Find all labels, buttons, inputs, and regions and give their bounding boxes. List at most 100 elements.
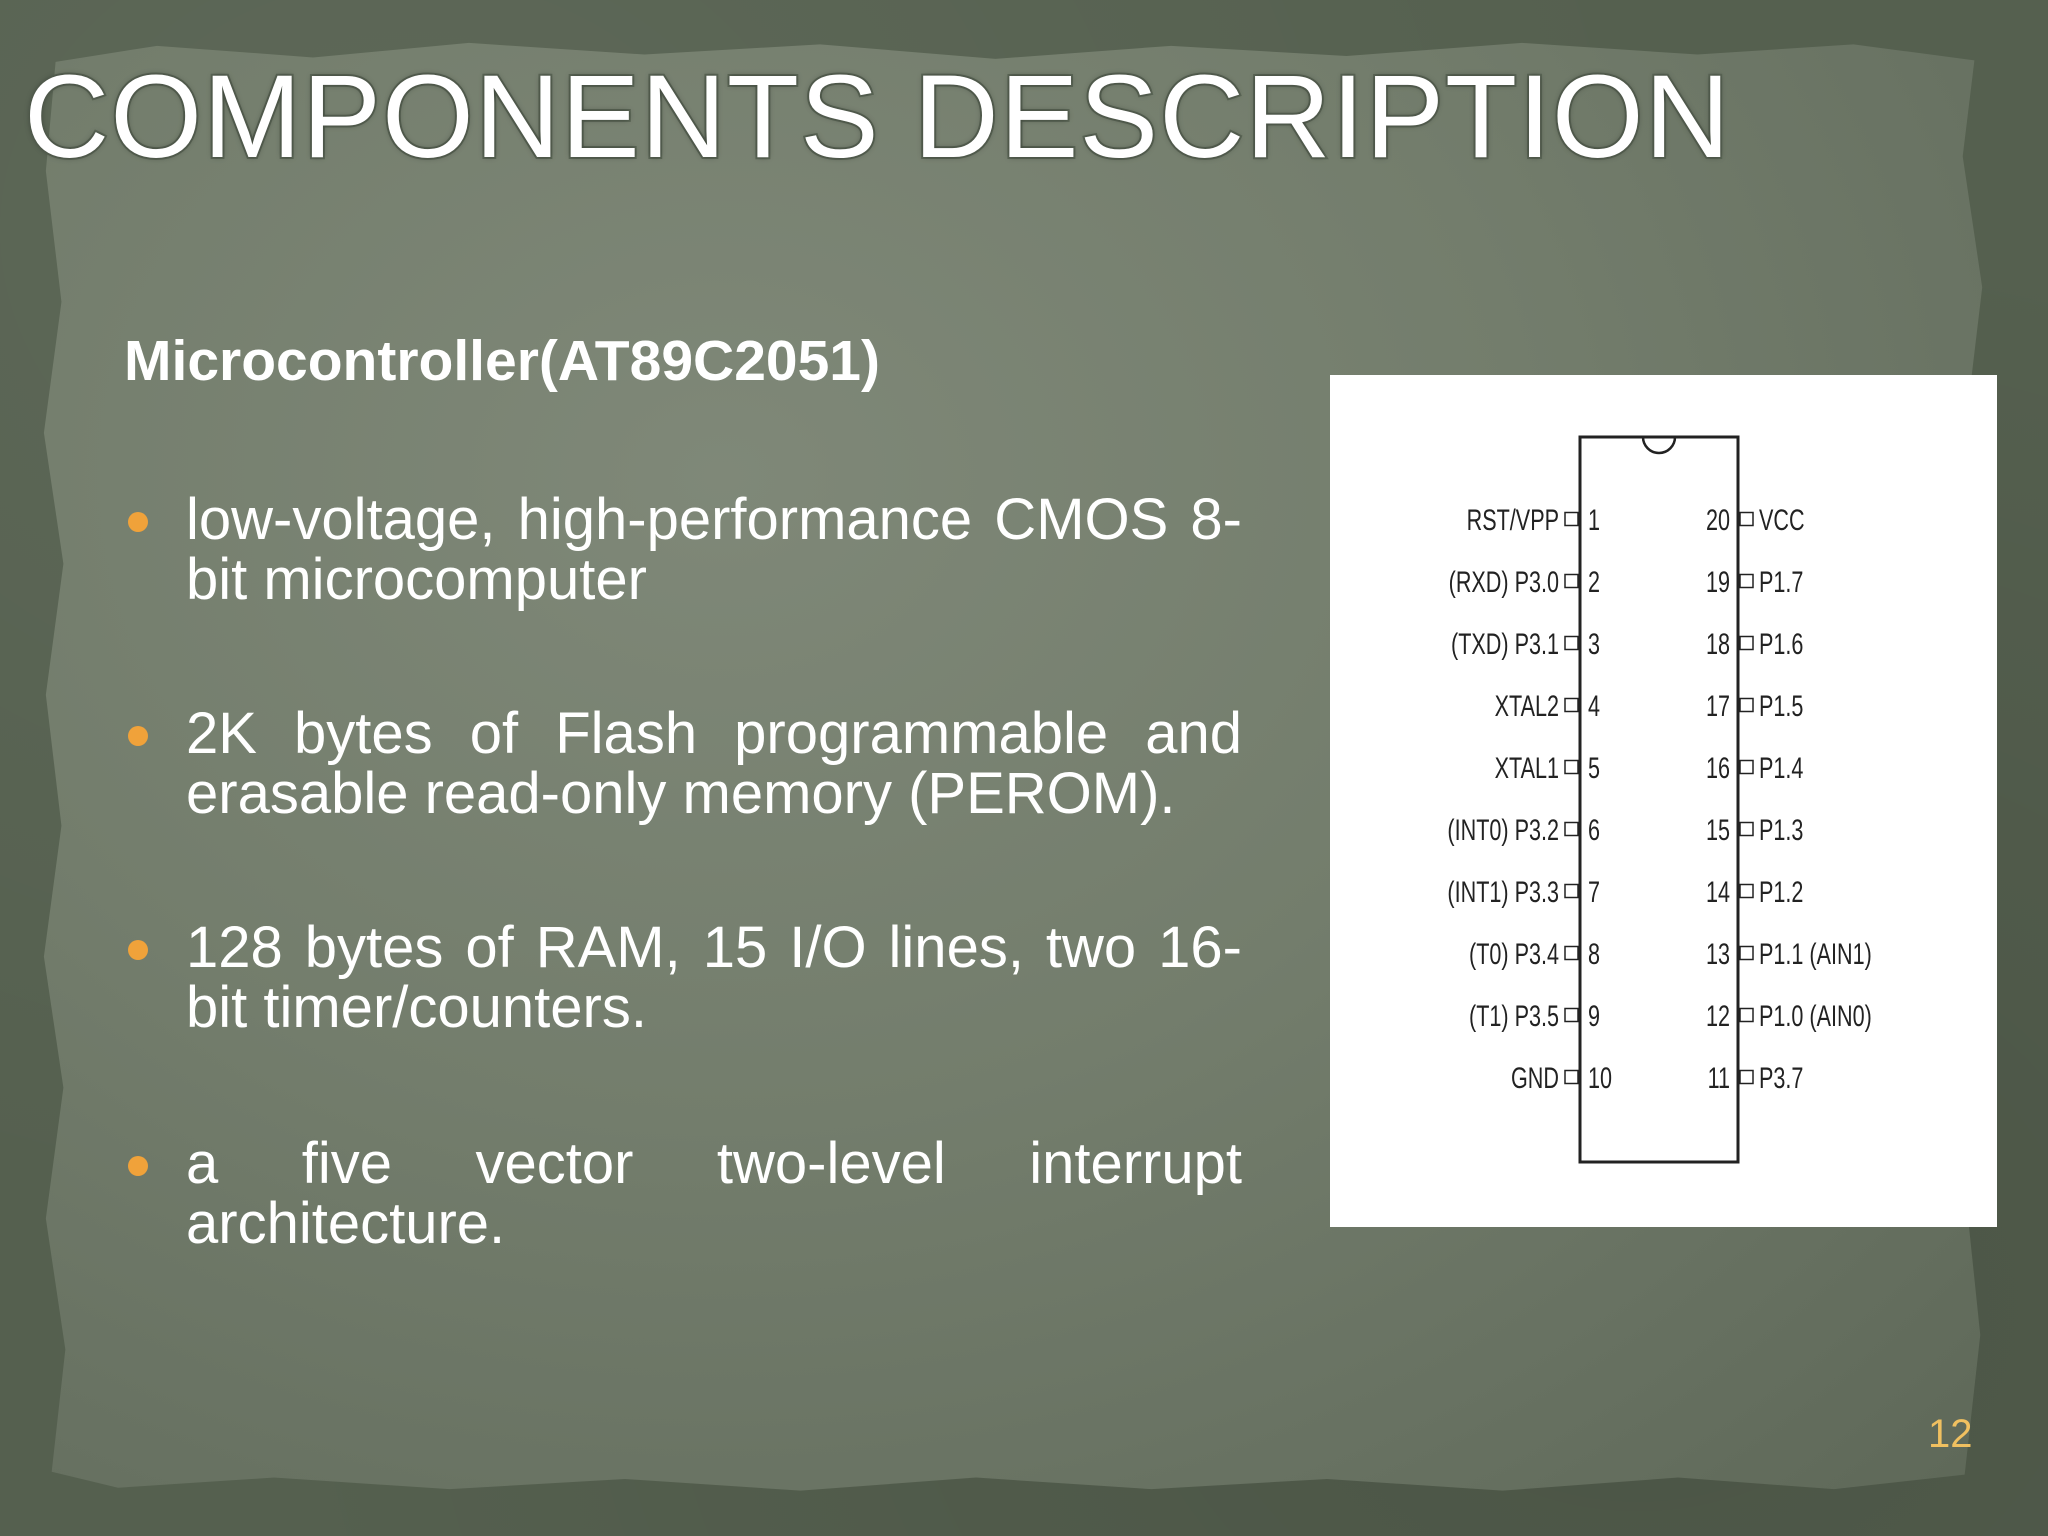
pin-number: 7	[1588, 874, 1600, 908]
pin-label: RST/VPP	[1467, 502, 1559, 536]
pin-pad	[1564, 635, 1579, 651]
bullet-text: low-voltage, high-performance CMOS 8-bit…	[186, 487, 1242, 612]
pin-pad	[1739, 759, 1754, 775]
pin-label: GND	[1511, 1060, 1559, 1094]
pin-number: 14	[1706, 874, 1730, 908]
pin-label: P3.7	[1759, 1060, 1803, 1094]
bullet-item: low-voltage, high-performance CMOS 8-bit…	[124, 490, 1242, 610]
page-number: 12	[1928, 1412, 1973, 1456]
pinout-svg: 1 RST/VPP 2 (RXD) P3.0 3 (TXD) P3.1 4 XTAL2 5 XTA…	[1447, 435, 1872, 1164]
bullet-dot-icon	[128, 512, 148, 532]
pin-number: 15	[1706, 812, 1730, 846]
pin-pad	[1739, 945, 1754, 961]
bullet-dot-icon	[128, 940, 148, 960]
pin-right: 20 VCC	[1706, 502, 1805, 536]
pin-number: 1	[1588, 502, 1600, 536]
left-pins: 1 RST/VPP 2 (RXD) P3.0 3 (TXD) P3.1 4 XTAL2 5 XTA…	[1447, 502, 1612, 1094]
pin-pad	[1739, 1007, 1754, 1023]
slide-title: COMPONENTS DESCRIPTION	[22, 51, 1732, 183]
pin-number: 18	[1706, 626, 1730, 660]
pin-left: 6 (INT0) P3.2	[1447, 812, 1600, 846]
pin-pad	[1739, 573, 1754, 589]
pin-label: P1.4	[1759, 750, 1803, 784]
pin-left: 7 (INT1) P3.3	[1447, 874, 1600, 908]
pin-left: 9 (T1) P3.5	[1469, 998, 1600, 1032]
pin-pad	[1739, 635, 1754, 651]
pin-pad	[1564, 759, 1579, 775]
pin-label: XTAL1	[1495, 750, 1559, 784]
bullet-text: a five vector two-level interrupt archit…	[186, 1131, 1242, 1256]
pin-pad	[1564, 511, 1579, 527]
chip-outline	[1578, 435, 1740, 1164]
pin-number: 13	[1706, 936, 1730, 970]
pin-left: 10 GND	[1511, 1060, 1612, 1094]
pin-label: (TXD) P3.1	[1451, 626, 1559, 660]
pin-number: 12	[1706, 998, 1730, 1032]
pin-pad	[1564, 1069, 1579, 1085]
chip-body	[1578, 435, 1740, 1164]
pin-pad	[1739, 697, 1754, 713]
pin-pad	[1564, 573, 1579, 589]
bullet-item: 128 bytes of RAM, 15 I/O lines, two 16-b…	[124, 918, 1242, 1038]
pin-left: 2 (RXD) P3.0	[1449, 564, 1600, 598]
pin-label: P1.2	[1759, 874, 1803, 908]
pin-pad	[1739, 883, 1754, 899]
pin-pad	[1564, 697, 1579, 713]
pin-pad	[1739, 511, 1754, 527]
pin-left: 4 XTAL2	[1495, 688, 1600, 722]
pin-pad	[1564, 821, 1579, 837]
pin-left: 8 (T0) P3.4	[1469, 936, 1600, 970]
pin-number: 5	[1588, 750, 1600, 784]
bullet-item: a five vector two-level interrupt archit…	[124, 1134, 1242, 1254]
pin-left: 3 (TXD) P3.1	[1451, 626, 1600, 660]
section-heading: Microcontroller(AT89C2051)	[124, 329, 880, 393]
pin-number: 17	[1706, 688, 1730, 722]
bullet-text: 2K bytes of Flash programmable and erasa…	[186, 701, 1242, 826]
pin-number: 10	[1588, 1060, 1612, 1094]
pin-number: 19	[1706, 564, 1730, 598]
pin-label: P1.5	[1759, 688, 1803, 722]
pin-right: 16 P1.4	[1706, 750, 1803, 784]
pin-number: 9	[1588, 998, 1600, 1032]
pin-label: (T0) P3.4	[1469, 936, 1559, 970]
pin-right: 15 P1.3	[1706, 812, 1803, 846]
pin-label: P1.7	[1759, 564, 1803, 598]
pin-label: XTAL2	[1495, 688, 1559, 722]
pin-label: (T1) P3.5	[1469, 998, 1559, 1032]
pin-right: 14 P1.2	[1706, 874, 1803, 908]
pin-number: 3	[1588, 626, 1600, 660]
pin-pad	[1739, 1069, 1754, 1085]
chip-notch	[1641, 436, 1677, 455]
pin-pad	[1564, 945, 1579, 961]
pin-number: 6	[1588, 812, 1600, 846]
pin-right: 17 P1.5	[1706, 688, 1803, 722]
pin-label: (RXD) P3.0	[1449, 564, 1559, 598]
pin-number: 11	[1708, 1060, 1730, 1094]
bullet-text: 128 bytes of RAM, 15 I/O lines, two 16-b…	[186, 915, 1242, 1040]
pinout-diagram: 1 RST/VPP 2 (RXD) P3.0 3 (TXD) P3.1 4 XTAL2 5 XTA…	[1330, 375, 1997, 1227]
pin-number: 4	[1588, 688, 1600, 722]
pin-number: 8	[1588, 936, 1600, 970]
pin-left: 5 XTAL1	[1495, 750, 1600, 784]
pin-label: (INT1) P3.3	[1447, 874, 1559, 908]
pin-right: 11 P3.7	[1708, 1060, 1804, 1094]
pin-left: 1 RST/VPP	[1467, 502, 1600, 536]
bullet-dot-icon	[128, 726, 148, 746]
pin-label: P1.3	[1759, 812, 1803, 846]
pin-number: 2	[1588, 564, 1600, 598]
bullet-dot-icon	[128, 1156, 148, 1176]
pin-pad	[1564, 883, 1579, 899]
bullet-list: low-voltage, high-performance CMOS 8-bit…	[124, 490, 1242, 1348]
pin-number: 16	[1706, 750, 1730, 784]
pin-label: VCC	[1759, 502, 1805, 536]
pin-pad	[1739, 821, 1754, 837]
pin-right: 19 P1.7	[1706, 564, 1803, 598]
bullet-item: 2K bytes of Flash programmable and erasa…	[124, 704, 1242, 824]
pin-number: 20	[1706, 502, 1730, 536]
pin-pad	[1564, 1007, 1579, 1023]
pin-label: (INT0) P3.2	[1447, 812, 1559, 846]
